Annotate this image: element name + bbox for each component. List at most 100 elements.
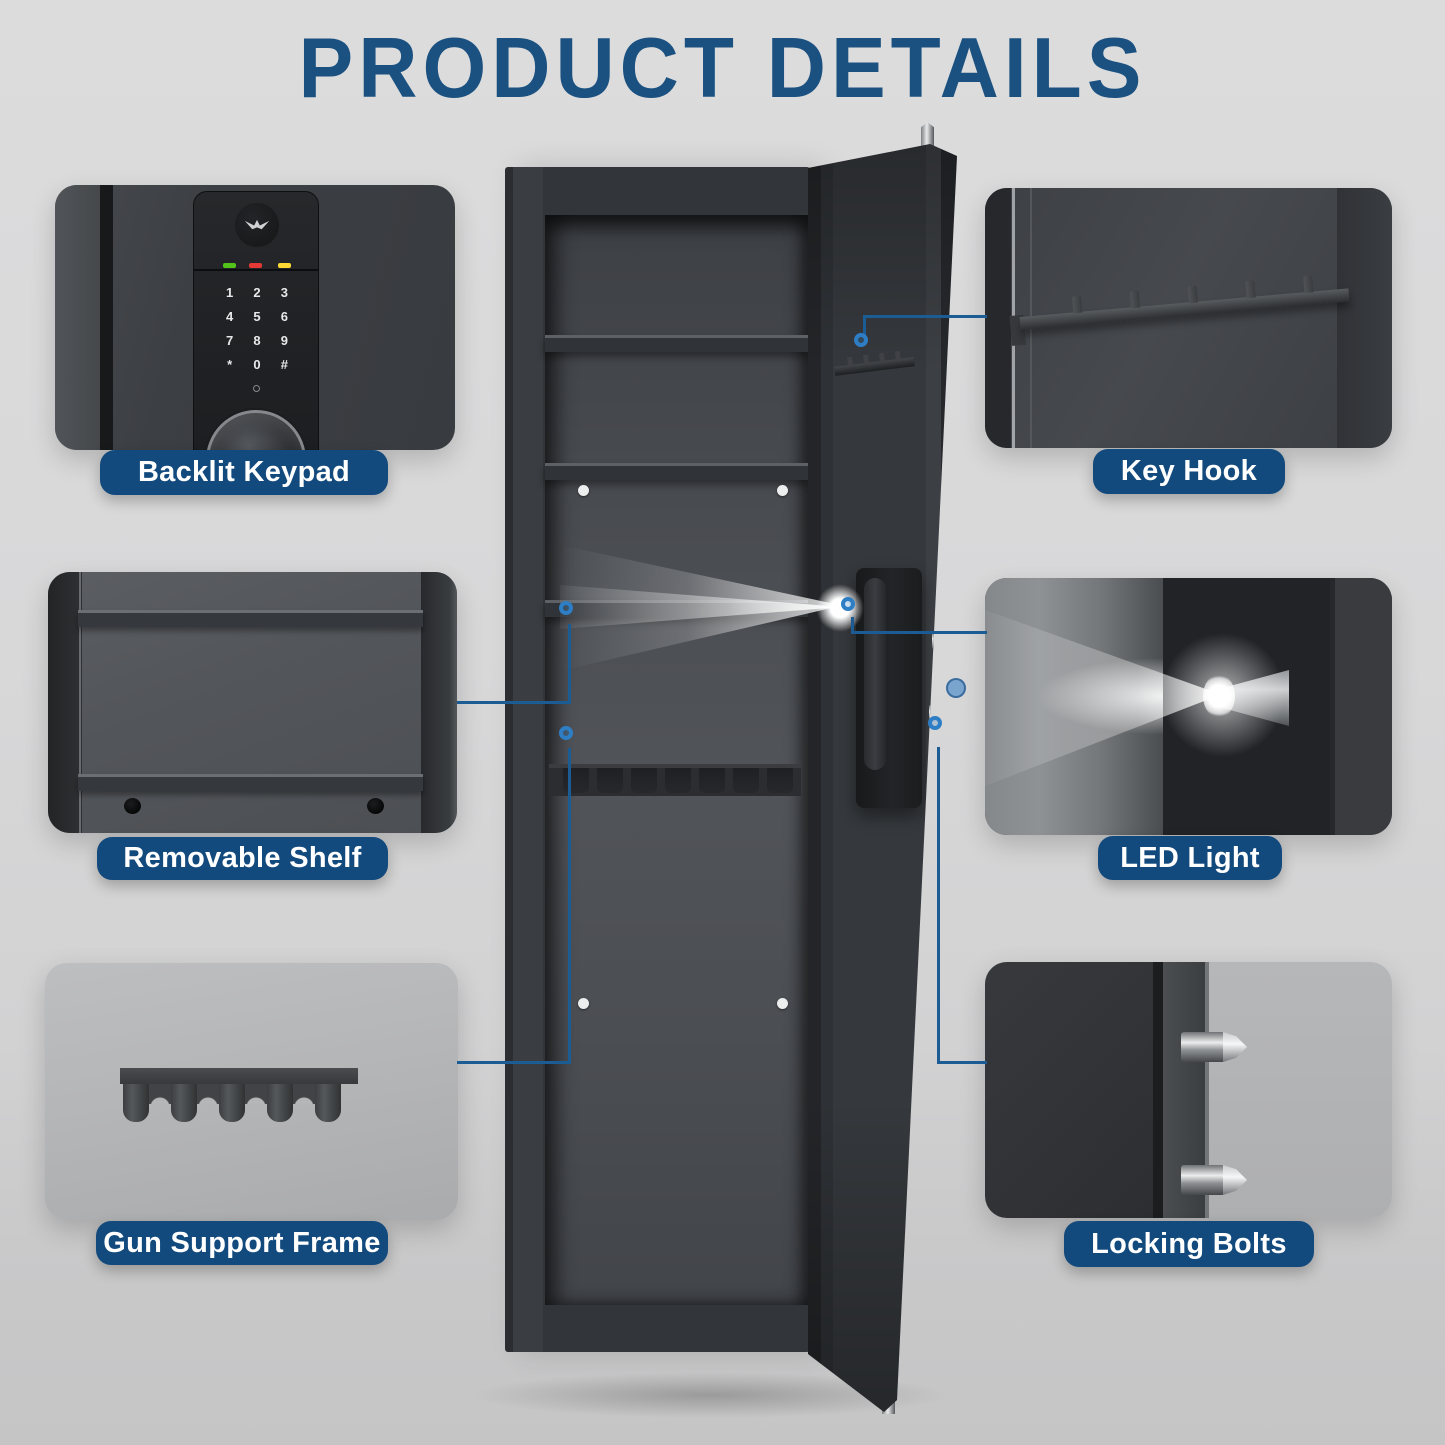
door-lock-housing [856,568,922,808]
keypad-key: 4 [226,308,234,324]
frame-peg [315,1084,341,1122]
bolt-tip [1223,1165,1247,1195]
key-hook [1187,285,1199,304]
door-right-column [1337,188,1392,448]
interior-right-wall [421,572,457,833]
door-edge-column [1330,578,1392,835]
door-hinge-pin-top [921,122,934,146]
screw-hole [777,485,788,496]
label-led-light: LED Light [1098,836,1282,880]
connector-gun-support-frame [568,748,571,1064]
connector-removable-shelf [457,701,571,704]
key-hook [1303,275,1314,294]
led-beam-glow [816,584,864,632]
label-backlit-keypad: Backlit Keypad [100,450,388,495]
keypad-panel: 1 2 3 4 5 6 7 8 9 * 0 # [193,191,319,450]
gun-rack-notch [563,768,589,793]
marker-dot-key-hook [854,333,868,347]
screw-hole [578,998,589,1009]
key-hook [878,352,886,364]
locking-bolt-top [1181,1032,1225,1062]
connector-key-hook [863,315,987,318]
key-hook [862,354,870,366]
frame-peg [171,1084,197,1122]
keypad-key: 3 [280,284,288,300]
indicator-led-yellow [278,263,291,268]
label-key-hook: Key Hook [1093,449,1285,494]
brand-wing-logo-icon [235,203,279,247]
gun-support-frame-image [45,963,458,1220]
door-inner-face [985,962,1153,1218]
safe-gun-rack [549,764,801,796]
screw-hole [777,998,788,1009]
removable-shelf-image [48,572,457,833]
connector-key-hook [863,316,866,335]
keypad-key: 2 [253,284,261,300]
door-edge-sliver [55,185,100,450]
page-title: PRODUCT DETAILS [298,21,1147,116]
interior-left-wall [48,572,82,833]
frame-peg [219,1084,245,1122]
lock-housing-handle [864,578,886,770]
keypad-key: # [280,356,288,372]
safe-interior [545,215,808,1305]
indicator-led-green [223,263,236,268]
label-gun-support-frame: Gun Support Frame [96,1221,388,1265]
backlit-keypad-image: 1 2 3 4 5 6 7 8 9 * 0 # [55,185,455,450]
keypad-key: 0 [253,356,261,372]
connector-locking-bolts [937,1061,987,1064]
keypad-key: 7 [226,332,234,348]
bolt-tip [1223,1032,1247,1062]
keypad-divider [194,269,318,271]
frame-notch [293,1084,315,1104]
label-removable-shelf: Removable Shelf [97,837,388,880]
marker-dot-bolt-filled [946,678,966,698]
connector-locking-bolts [937,747,940,1064]
connector-led-light [851,631,987,634]
door-locking-bolt-top [932,632,957,649]
screw-hole [578,485,589,496]
bolt-tip [954,632,957,649]
label-locking-bolts: Locking Bolts [1064,1221,1314,1267]
door-edge-highlight [1205,962,1209,1218]
keypad-key: * [227,356,233,372]
frame-peg [123,1084,149,1122]
mount-hole [124,798,141,814]
key-hook [894,350,901,362]
shelf-rail-bottom [78,774,423,791]
safe-shelf-2 [545,463,808,480]
gun-rack-notch [733,768,759,793]
key-hook [1245,280,1256,299]
frame-rail [120,1068,358,1084]
door-edge-stripe [100,185,113,450]
gun-rack-notch [767,768,793,793]
shelf-rail-top [78,610,423,627]
wall-highlight [79,572,81,833]
keypad-key: 5 [253,308,261,324]
rail-bar [1019,288,1350,331]
key-hook-image [985,188,1392,448]
mount-hole [367,798,384,814]
marker-dot-gun-support-frame [559,726,573,740]
door-edge-dark [985,188,1011,448]
locking-bolt-bottom [1181,1165,1225,1195]
led-light-image [985,578,1392,835]
marker-dot-removable-shelf [559,601,573,615]
key-hook [847,356,854,368]
keypad-knob [206,410,306,450]
key-hook [1072,295,1083,314]
safe-cabinet-image [505,167,810,1352]
bolt-tip [951,705,957,722]
marker-dot-locking-bolts [928,716,942,730]
keypad-key: 6 [280,308,288,324]
keypad-sensor-dot [253,385,260,392]
connector-led-light [851,617,854,633]
door-gap [1153,962,1163,1218]
gun-rack-notch [699,768,725,793]
frame-peg [267,1084,293,1122]
indicator-led-red [249,263,262,268]
gun-rack-notch [597,768,623,793]
key-hook [1129,290,1141,309]
connector-gun-support-frame [457,1061,571,1064]
